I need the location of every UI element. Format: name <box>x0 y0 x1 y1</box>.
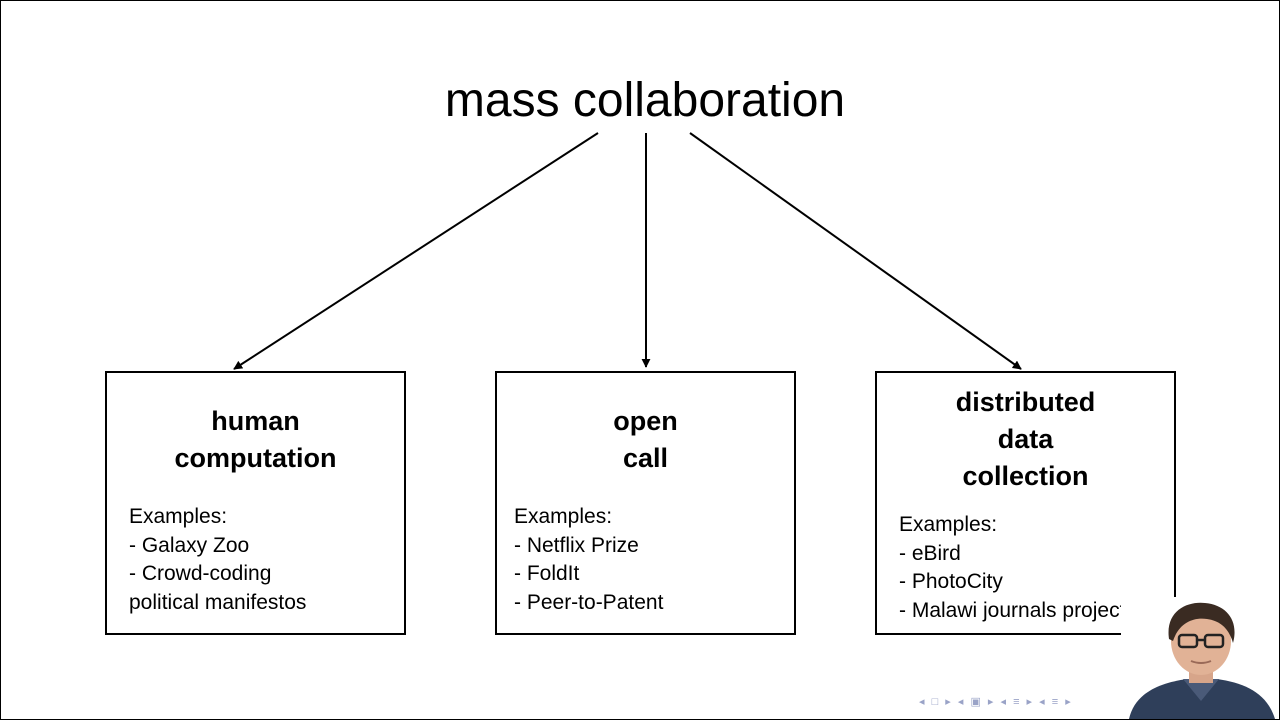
example-item: - Crowd-coding <box>129 562 272 585</box>
nav-frame-icon[interactable]: ◂ ▣ ▸ <box>957 696 996 708</box>
arrow-to-distributed-data-collection <box>689 132 1022 370</box>
examples-list: Examples: - Galaxy Zoo - Crowd-coding po… <box>129 503 306 617</box>
box-title-line: open <box>613 406 678 436</box>
nav-section-icon[interactable]: ◂ ≡ ▸ <box>1000 696 1035 708</box>
box-title-line: collection <box>962 461 1089 491</box>
box-title-line: human <box>211 406 300 436</box>
examples-heading: Examples: <box>514 505 613 528</box>
presenter-webcam-icon <box>1121 597 1279 719</box>
example-item: - eBird <box>899 541 961 565</box>
box-title-line: computation <box>174 443 337 473</box>
nav-subsection-icon[interactable]: ◂ ≡ ▸ <box>1039 696 1073 708</box>
nav-first-icon[interactable]: ◂ □ ▸ <box>919 696 953 708</box>
box-title: distributed data collection <box>877 384 1174 495</box>
example-item: - FoldIt <box>514 562 580 585</box>
box-title: human computation <box>107 403 404 477</box>
arrow-to-human-computation <box>233 132 599 370</box>
examples-list: Examples: - eBird - PhotoCity - Malawi j… <box>899 511 1125 625</box>
box-title-line: data <box>997 424 1054 454</box>
example-item: political manifestos <box>129 590 307 614</box>
example-item: - Netflix Prize <box>514 533 639 557</box>
example-item: - Galaxy Zoo <box>129 533 250 557</box>
example-item: - Peer-to-Patent <box>514 590 664 614</box>
diagram-title: mass collaboration <box>444 74 846 127</box>
box-title-line: distributed <box>955 387 1096 417</box>
example-item: - Malawi journals project <box>899 598 1126 622</box>
example-item: - PhotoCity <box>899 570 1003 593</box>
box-human-computation: human computation Examples: - Galaxy Zoo… <box>105 371 406 635</box>
examples-list: Examples: - Netflix Prize - FoldIt - Pee… <box>514 503 663 617</box>
box-title-line: call <box>622 443 669 473</box>
box-open-call: open call Examples: - Netflix Prize - Fo… <box>495 371 796 635</box>
slide-navigation: ◂ □ ▸ ◂ ▣ ▸ ◂ ≡ ▸ ◂ ≡ ▸ <box>919 695 1073 713</box>
examples-heading: Examples: <box>899 513 998 536</box>
box-title: open call <box>497 403 794 477</box>
examples-heading: Examples: <box>129 505 228 528</box>
box-distributed-data-collection: distributed data collection Examples: - … <box>875 371 1176 635</box>
